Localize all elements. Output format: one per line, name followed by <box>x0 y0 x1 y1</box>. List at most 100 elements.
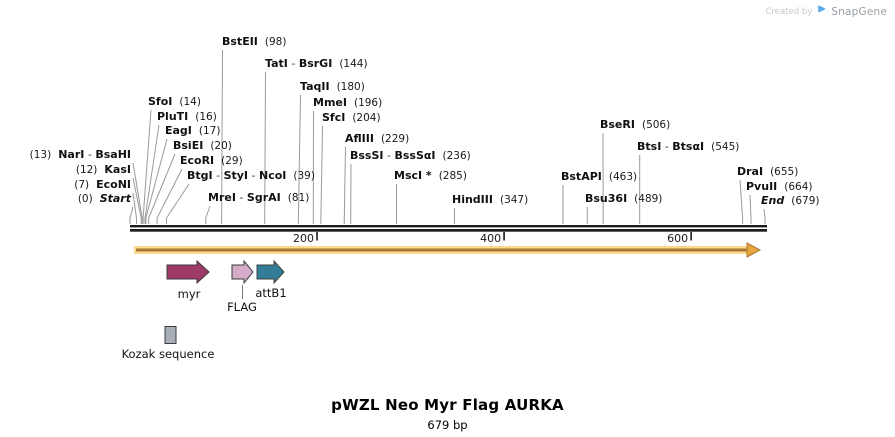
enzyme-label-nari-bsahi: (13)NarI - BsaHI <box>30 148 131 162</box>
snapgene-logo-icon <box>818 5 826 18</box>
site-position: (20) <box>210 140 232 152</box>
plasmid-length: 679 bp <box>427 418 468 432</box>
site-position: (98) <box>264 36 287 48</box>
enzyme-label-afliii: AflIII (229) <box>345 132 409 146</box>
site-position: (180) <box>336 81 365 93</box>
feature-label-flag: FLAG <box>227 300 257 314</box>
enzyme-name: EagI <box>165 124 192 137</box>
enzyme-label-bsssi-bsss-i: BssSI - BssSαI (236) <box>350 149 471 163</box>
enzyme-name: TaqII <box>300 80 330 93</box>
enzyme-name: BssSI <box>350 149 384 162</box>
site-position: (489) <box>634 193 663 205</box>
enzyme-name: BtsI <box>637 140 662 153</box>
enzyme-name: BsrGI <box>298 57 333 70</box>
title-block: pWZL Neo Myr Flag AURKA 679 bp <box>0 396 895 432</box>
axis-tick-label-400: 400 <box>480 232 502 245</box>
feature-label-myr: myr <box>177 287 201 301</box>
site-position: (16) <box>195 111 217 123</box>
site-position: (14) <box>179 96 201 108</box>
enzyme-label-bsu36i: Bsu36I (489) <box>585 192 662 206</box>
enzyme-name: AflIII <box>345 132 374 145</box>
enzyme-label-hindiii: HindIII (347) <box>452 193 528 207</box>
site-position: (236) <box>442 150 471 162</box>
site-position: (196) <box>353 97 383 109</box>
enzyme-separator: - <box>661 140 673 153</box>
enzyme-name: MscI * <box>394 169 432 182</box>
enzyme-name: BtgI <box>187 169 213 182</box>
enzyme-label-start: (0)Start <box>78 192 131 206</box>
enzyme-name: SgrAI <box>246 191 281 204</box>
plasmid-title: pWZL Neo Myr Flag AURKA <box>331 396 564 414</box>
axis-tick-label-200: 200 <box>293 232 315 245</box>
enzyme-label-btgi-styi-ncoi: BtgI - StyI - NcoI(39) <box>187 169 315 183</box>
site-position: (39) <box>293 170 315 182</box>
enzyme-label-eagi: EagI (17) <box>165 124 220 138</box>
site-position: (506) <box>641 119 671 131</box>
enzyme-label-bseri: BseRI (506) <box>600 118 670 132</box>
site-position: (13) <box>29 149 52 161</box>
enzyme-name: DraI <box>737 165 764 178</box>
watermark: Created by SnapGene <box>765 5 887 18</box>
enzyme-name: PvuII <box>746 180 778 193</box>
enzyme-label-kasi: (12) KasI <box>76 163 131 177</box>
site-position: (12) <box>75 164 98 176</box>
site-position: (679) <box>791 195 820 207</box>
site-position: (29) <box>221 155 243 167</box>
enzyme-name: MmeI <box>313 96 347 109</box>
enzyme-label-bsiei: BsiEI(20) <box>173 139 232 153</box>
enzyme-label-pvuii: PvuII (664) <box>746 180 812 194</box>
site-position: (664) <box>784 181 813 193</box>
enzyme-label-btsi-bts-i: BtsI - BtsαI (545) <box>637 140 739 154</box>
enzyme-name: BssSαI <box>394 149 436 162</box>
enzyme-label-sfoi: SfoI (14) <box>148 95 201 109</box>
site-position: (545) <box>711 141 740 153</box>
enzyme-name: HindIII <box>452 193 493 206</box>
enzyme-label-pluti: PluTI(16) <box>157 110 217 124</box>
enzyme-name: SfcI <box>322 111 346 124</box>
enzyme-label-bstapi: BstAPI (463) <box>561 170 637 184</box>
site-position: (0) <box>77 193 93 205</box>
site-position: (347) <box>499 194 529 206</box>
enzyme-label-econi: (7) EcoNI <box>74 178 131 192</box>
enzyme-name: End <box>761 194 785 207</box>
watermark-created-by: Created by <box>765 6 813 17</box>
site-position: (229) <box>380 133 410 145</box>
enzyme-name: BseRI <box>600 118 635 131</box>
enzyme-separator: - <box>212 169 224 182</box>
site-position: (144) <box>339 58 368 70</box>
site-position: (285) <box>438 170 467 182</box>
site-position: (463) <box>608 171 638 183</box>
enzyme-label-mrei-sgrai: MreI - SgrAI(81) <box>208 191 309 205</box>
enzyme-name: SfoI <box>148 95 173 108</box>
axis-tick-label-600: 600 <box>667 232 689 245</box>
enzyme-label-tati-bsrgi: TatI - BsrGI(144) <box>265 57 368 71</box>
enzyme-name: BstEII <box>222 35 258 48</box>
enzyme-name: EcoRI <box>180 154 215 167</box>
enzyme-separator: - <box>383 149 395 162</box>
enzyme-label-msci: MscI * (285) <box>394 169 467 183</box>
watermark-brand: SnapGene <box>831 5 887 18</box>
enzyme-name: BtsαI <box>672 140 705 153</box>
enzyme-separator: - <box>84 148 96 161</box>
enzyme-name: MreI <box>208 191 236 204</box>
site-position: (81) <box>287 192 310 204</box>
site-position: (655) <box>770 166 799 178</box>
enzyme-name: Bsu36I <box>585 192 628 205</box>
enzyme-label-drai: DraI (655) <box>737 165 798 179</box>
enzyme-name: BstAPI <box>561 170 602 183</box>
enzyme-name: StyI <box>223 169 249 182</box>
enzyme-name: EcoNI <box>96 178 131 191</box>
enzyme-separator: - <box>287 57 299 70</box>
enzyme-label-mmei: MmeI (196) <box>313 96 382 110</box>
site-position: (204) <box>352 112 381 124</box>
enzyme-label-ecori: EcoRI (29) <box>180 154 243 168</box>
site-position: (7) <box>74 179 90 191</box>
enzyme-name: KasI <box>104 163 131 176</box>
site-position: (17) <box>198 125 221 137</box>
enzyme-separator: - <box>248 169 259 182</box>
feature-label-attb1: attB1 <box>255 286 287 300</box>
feature-label-kozak-sequence: Kozak sequence <box>121 347 215 361</box>
enzyme-name: BsaHI <box>95 148 131 161</box>
enzyme-label-taqii: TaqII (180) <box>300 80 365 94</box>
